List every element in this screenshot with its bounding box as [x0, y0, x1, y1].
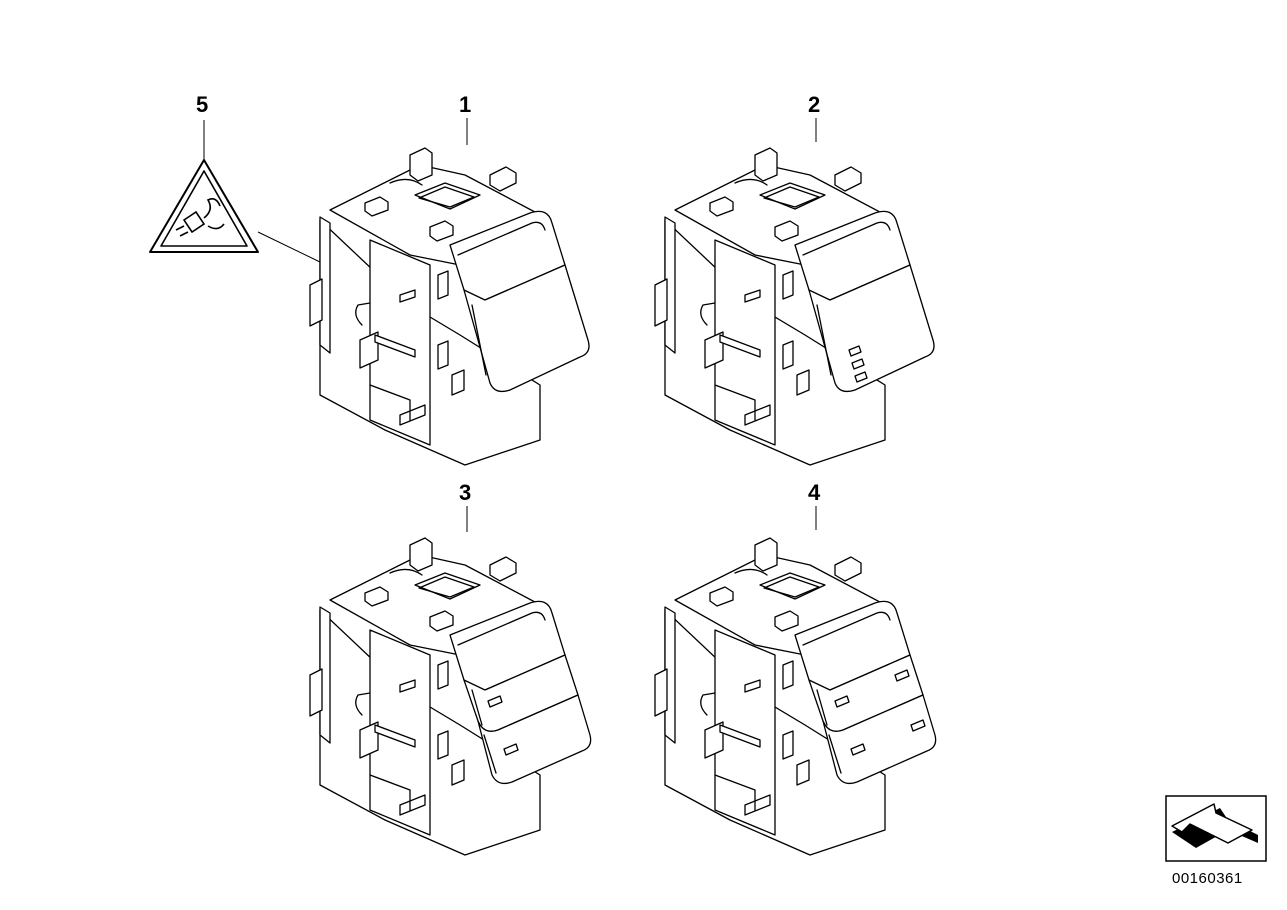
callout-1: 1 — [459, 92, 471, 145]
callout-label-2: 2 — [808, 92, 820, 117]
indicator-lights — [487, 695, 519, 756]
indicator-lights — [848, 345, 868, 383]
diagram-code: 00160361 — [1172, 870, 1243, 887]
arrow-icon[interactable] — [1165, 795, 1267, 862]
leader-line-5 — [257, 231, 321, 263]
callout-label-5: 5 — [196, 92, 208, 117]
callout-2: 2 — [808, 92, 820, 142]
switch-unit-2 — [654, 147, 935, 466]
callout-5: 5 — [149, 92, 321, 263]
callout-3: 3 — [459, 480, 471, 532]
callout-4: 4 — [808, 480, 821, 530]
plug-warning-icon — [149, 159, 259, 253]
switch-unit-4 — [654, 537, 937, 856]
switch-unit-3 — [309, 537, 592, 856]
switch-unit-1 — [309, 147, 590, 466]
callout-label-3: 3 — [459, 480, 471, 505]
indicator-lights — [834, 669, 926, 756]
callout-label-1: 1 — [459, 92, 471, 117]
callout-label-4: 4 — [808, 480, 821, 505]
